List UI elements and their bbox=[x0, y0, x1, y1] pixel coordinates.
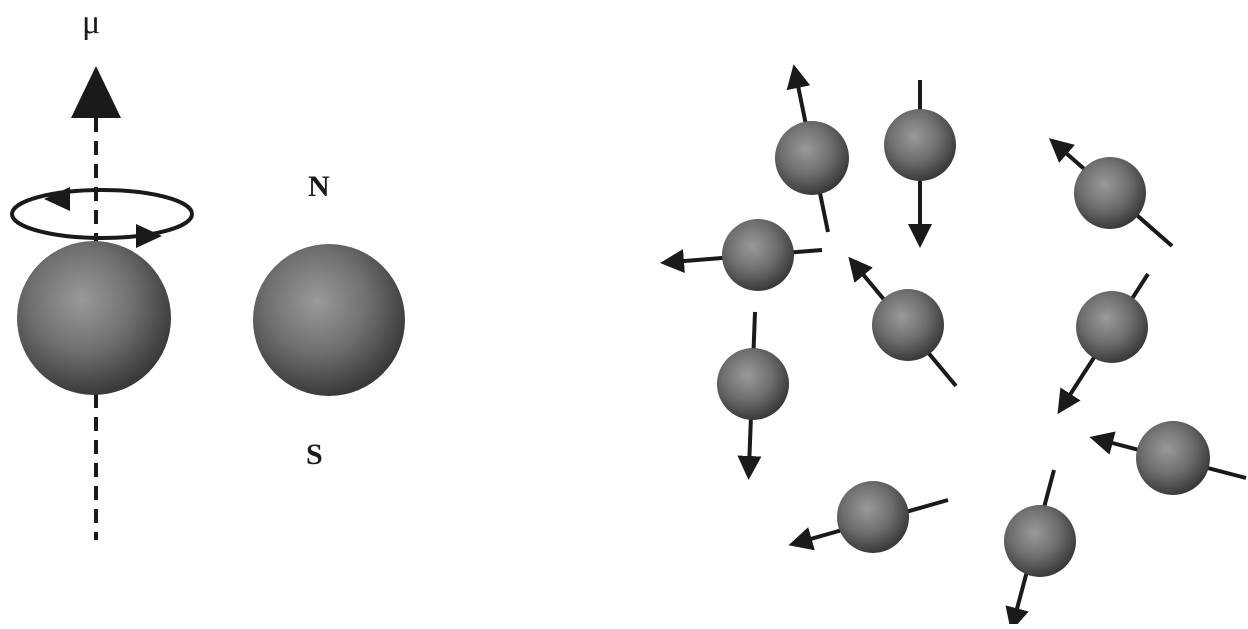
spin-particle bbox=[884, 80, 956, 236]
spin-particle bbox=[1058, 146, 1172, 246]
spin-sphere bbox=[1136, 421, 1210, 495]
magnet-sphere bbox=[253, 244, 405, 396]
moment-arrowhead bbox=[71, 66, 121, 118]
rotation-arrowhead-left bbox=[44, 187, 70, 211]
south-pole-label: S bbox=[306, 438, 323, 472]
spin-sphere bbox=[1076, 291, 1148, 363]
nucleus-sphere bbox=[17, 241, 171, 395]
spin-sphere bbox=[1004, 505, 1076, 577]
spin-particle bbox=[1101, 421, 1246, 495]
random-spins-group bbox=[672, 76, 1246, 620]
spin-particle bbox=[1004, 470, 1076, 620]
spin-sphere bbox=[717, 348, 789, 420]
north-pole-label: N bbox=[308, 170, 330, 204]
spin-particle bbox=[717, 312, 789, 468]
rotation-ellipse bbox=[12, 190, 192, 238]
magnet-analogy bbox=[253, 244, 405, 396]
spin-sphere bbox=[872, 289, 944, 361]
spin-sphere bbox=[722, 219, 794, 291]
rotation-arrowhead-right bbox=[136, 224, 162, 248]
spin-particle bbox=[856, 266, 956, 386]
spin-sphere bbox=[1074, 157, 1146, 229]
magnetic-moment-label: μ bbox=[82, 4, 100, 42]
spin-sphere bbox=[775, 121, 849, 195]
spin-sphere bbox=[837, 481, 909, 553]
spin-sphere bbox=[884, 109, 956, 181]
spinning-nucleus bbox=[12, 66, 192, 540]
spin-particle bbox=[800, 481, 948, 553]
spin-particle bbox=[775, 76, 849, 232]
spin-particle bbox=[672, 219, 822, 291]
spin-particle bbox=[1064, 274, 1148, 404]
